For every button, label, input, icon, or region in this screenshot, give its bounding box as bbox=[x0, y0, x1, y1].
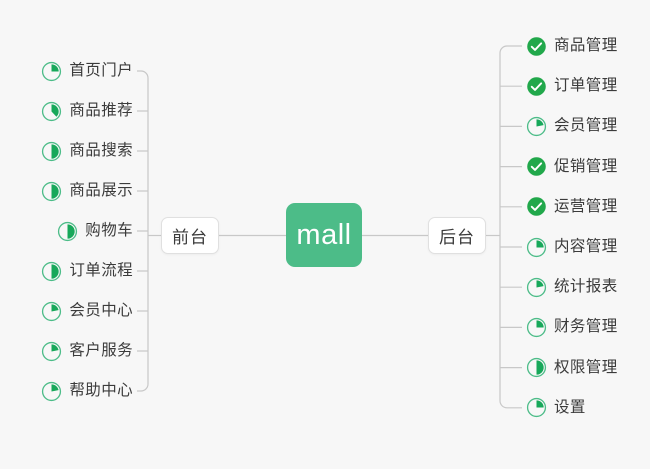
leaf-label: 设置 bbox=[554, 398, 586, 416]
leaf-node-left-2[interactable]: 商品搜索 bbox=[41, 138, 133, 164]
pie-progress-icon bbox=[42, 261, 62, 281]
leaf-label: 权限管理 bbox=[554, 358, 618, 376]
pie-progress-icon bbox=[42, 181, 62, 201]
check-circle-icon bbox=[527, 197, 546, 217]
root-node-mall[interactable]: mall bbox=[286, 203, 362, 267]
leaf-label: 客户服务 bbox=[69, 342, 133, 359]
leaf-node-right-9[interactable]: 设置 bbox=[526, 395, 586, 421]
leaf-node-left-7[interactable]: 客户服务 bbox=[41, 338, 133, 364]
pie-progress-icon bbox=[42, 141, 62, 161]
leaf-node-right-5[interactable]: 内容管理 bbox=[526, 234, 618, 260]
leaf-label: 订单管理 bbox=[554, 77, 618, 95]
leaf-node-right-6[interactable]: 统计报表 bbox=[526, 274, 618, 300]
leaf-node-left-4[interactable]: 购物车 bbox=[57, 218, 133, 244]
pie-progress-icon bbox=[58, 221, 78, 241]
leaf-node-right-1[interactable]: 订单管理 bbox=[526, 73, 618, 99]
leaf-node-left-0[interactable]: 首页门户 bbox=[41, 58, 133, 84]
check-circle-icon bbox=[527, 36, 546, 56]
branch-node-backend[interactable]: 后台 bbox=[428, 217, 486, 254]
leaf-node-left-8[interactable]: 帮助中心 bbox=[41, 378, 133, 404]
pie-progress-icon bbox=[42, 61, 62, 81]
leaf-label: 运营管理 bbox=[554, 197, 618, 215]
leaf-node-right-2[interactable]: 会员管理 bbox=[526, 113, 618, 139]
leaf-node-left-3[interactable]: 商品展示 bbox=[41, 178, 133, 204]
pie-progress-icon bbox=[42, 381, 62, 401]
pie-progress-icon bbox=[526, 317, 547, 337]
leaf-label: 商品管理 bbox=[554, 37, 618, 54]
check-circle-icon bbox=[527, 76, 546, 96]
leaf-label: 统计报表 bbox=[554, 278, 618, 296]
pie-progress-icon bbox=[42, 101, 62, 121]
leaf-node-right-3[interactable]: 促销管理 bbox=[526, 154, 618, 180]
branch-node-frontend[interactable]: 前台 bbox=[161, 217, 219, 254]
leaf-label: 促销管理 bbox=[554, 157, 618, 175]
leaf-node-right-4[interactable]: 运营管理 bbox=[526, 194, 618, 220]
leaf-node-right-7[interactable]: 财务管理 bbox=[526, 314, 618, 340]
leaf-label: 订单流程 bbox=[69, 262, 133, 279]
pie-progress-icon bbox=[42, 301, 62, 321]
leaf-label: 商品推荐 bbox=[69, 102, 133, 119]
pie-progress-icon bbox=[526, 116, 547, 136]
leaf-node-left-5[interactable]: 订单流程 bbox=[41, 258, 133, 284]
leaf-node-right-8[interactable]: 权限管理 bbox=[526, 355, 618, 381]
check-circle-icon bbox=[527, 157, 546, 176]
leaf-node-left-1[interactable]: 商品推荐 bbox=[41, 98, 133, 124]
leaf-label: 购物车 bbox=[85, 222, 133, 239]
pie-progress-icon bbox=[526, 398, 547, 418]
leaf-label: 商品搜索 bbox=[69, 142, 133, 159]
leaf-label: 首页门户 bbox=[69, 62, 133, 79]
leaf-label: 商品展示 bbox=[69, 182, 133, 199]
leaf-node-left-6[interactable]: 会员中心 bbox=[41, 298, 133, 324]
leaf-label: 内容管理 bbox=[554, 238, 618, 255]
leaf-label: 会员中心 bbox=[69, 302, 133, 319]
leaf-label: 财务管理 bbox=[554, 318, 618, 336]
pie-progress-icon bbox=[526, 358, 547, 378]
pie-progress-icon bbox=[42, 341, 62, 361]
pie-progress-icon bbox=[526, 277, 547, 297]
pie-progress-icon bbox=[526, 237, 547, 257]
leaf-node-right-0[interactable]: 商品管理 bbox=[526, 33, 618, 59]
leaf-label: 帮助中心 bbox=[69, 382, 133, 399]
leaf-label: 会员管理 bbox=[554, 117, 618, 135]
